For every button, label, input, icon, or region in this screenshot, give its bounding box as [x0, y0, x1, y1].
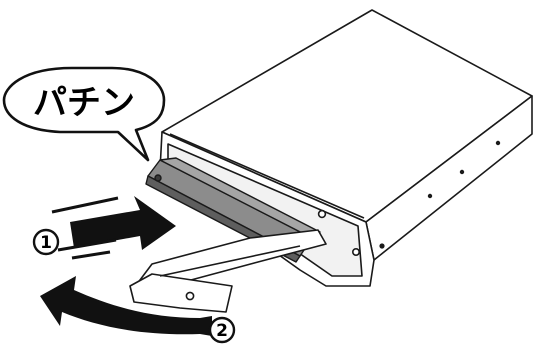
tray-lever-tip	[130, 274, 232, 312]
tray-lever-pin	[186, 292, 193, 299]
front-led	[319, 211, 326, 218]
side-screw-hole	[460, 170, 464, 174]
side-screw-hole	[496, 141, 500, 145]
front-screw	[353, 249, 359, 255]
speech-bubble-text: パチン	[33, 83, 135, 123]
side-screw-hole	[379, 243, 384, 248]
arrow-push	[52, 196, 176, 258]
drive-bay-enclosure	[160, 10, 532, 286]
step-1-badge: 1	[34, 230, 58, 254]
tray-lever	[130, 230, 326, 312]
step-2-badge: 2	[210, 318, 234, 342]
step-2-number: 2	[216, 321, 228, 341]
hard-drive-screw	[155, 175, 161, 181]
speech-bubble: パチン	[4, 68, 164, 160]
side-screw-hole	[428, 194, 432, 198]
step-1-number: 1	[40, 233, 52, 253]
